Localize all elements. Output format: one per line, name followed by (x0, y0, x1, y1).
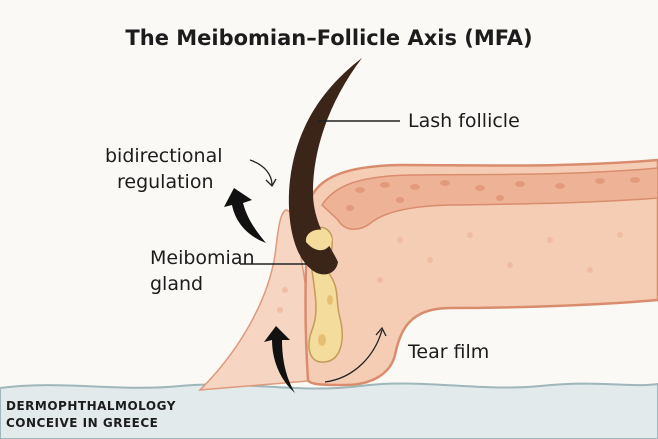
tear-film-thick-arrow (264, 326, 295, 393)
label-gland: gland (150, 273, 204, 295)
arrowhead (265, 178, 277, 188)
label-lash-follicle: Lash follicle (408, 110, 520, 132)
tear-film-surface (0, 382, 658, 439)
regulation-thin-arrow (249, 159, 273, 186)
gland-cap (305, 229, 332, 251)
inner-dots (277, 232, 623, 313)
label-meibomian: Meibomian (150, 247, 255, 269)
skin-band (321, 167, 658, 230)
skin-dots (346, 177, 640, 211)
label-tear-film: Tear film (408, 341, 490, 363)
eyelash (288, 58, 362, 275)
watermark-line2: CONCEIVE IN GREECE (6, 416, 159, 430)
regulation-thick-arrow (224, 188, 266, 243)
arrowhead (375, 326, 387, 337)
watermark-line1: DERMOPHTHALMOLOGY (6, 399, 176, 413)
label-regulation: regulation (117, 171, 214, 193)
label-bidirectional: bidirectional (105, 145, 223, 167)
tear-film-thin-arrow (324, 329, 383, 383)
diagram-title: The Meibomian–Follicle Axis (MFA) (125, 26, 533, 50)
